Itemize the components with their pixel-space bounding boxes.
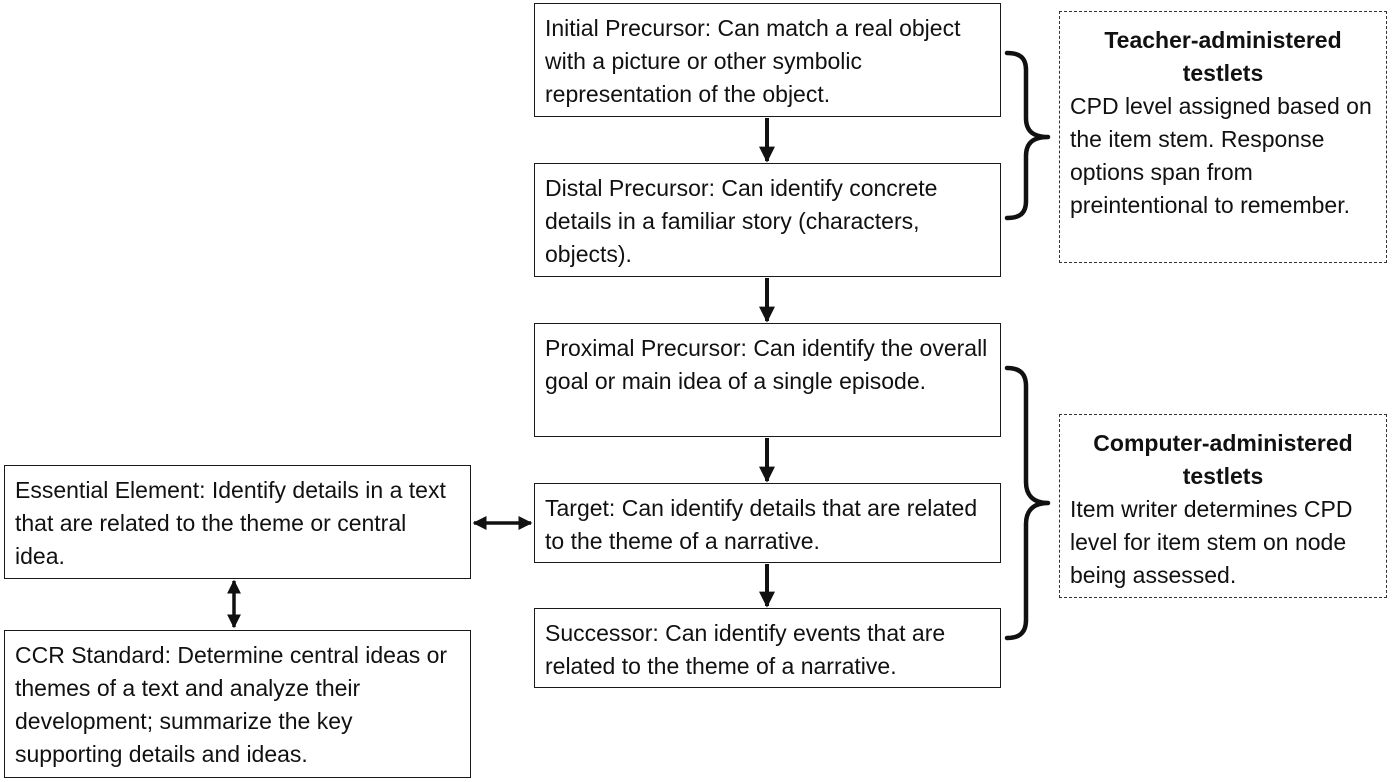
- teacher-administered-note: Teacher-administered testlets CPD level …: [1059, 11, 1387, 263]
- teacher-note-body: CPD level assigned based on the item ste…: [1070, 93, 1372, 218]
- successor-box: Successor: Can identify events that are …: [534, 608, 1001, 688]
- teacher-note-title: Teacher-administered testlets: [1104, 27, 1342, 86]
- target-text: Target: Can identify details that are re…: [545, 495, 978, 554]
- ccr-standard-text: CCR Standard: Determine central ideas or…: [15, 642, 448, 767]
- distal-precursor-box: Distal Precursor: Can identify concrete …: [534, 163, 1001, 277]
- brace-teacher-administered: [1004, 50, 1051, 221]
- essential-element-box: Essential Element: Identify details in a…: [4, 465, 471, 579]
- successor-text: Successor: Can identify events that are …: [545, 620, 946, 679]
- initial-precursor-box: Initial Precursor: Can match a real obje…: [534, 3, 1001, 117]
- essential-element-text: Essential Element: Identify details in a…: [15, 477, 446, 569]
- proximal-precursor-box: Proximal Precursor: Can identify the ove…: [534, 323, 1001, 437]
- target-box: Target: Can identify details that are re…: [534, 483, 1001, 563]
- ccr-standard-box: CCR Standard: Determine central ideas or…: [4, 630, 471, 778]
- computer-note-title: Computer-administered testlets: [1093, 430, 1353, 489]
- brace-computer-administered: [1004, 365, 1051, 641]
- distal-precursor-text: Distal Precursor: Can identify concrete …: [545, 175, 938, 267]
- initial-precursor-text: Initial Precursor: Can match a real obje…: [545, 15, 961, 107]
- computer-note-body: Item writer determines CPD level for ite…: [1070, 496, 1353, 588]
- computer-administered-note: Computer-administered testlets Item writ…: [1059, 414, 1387, 598]
- proximal-precursor-text: Proximal Precursor: Can identify the ove…: [545, 335, 988, 394]
